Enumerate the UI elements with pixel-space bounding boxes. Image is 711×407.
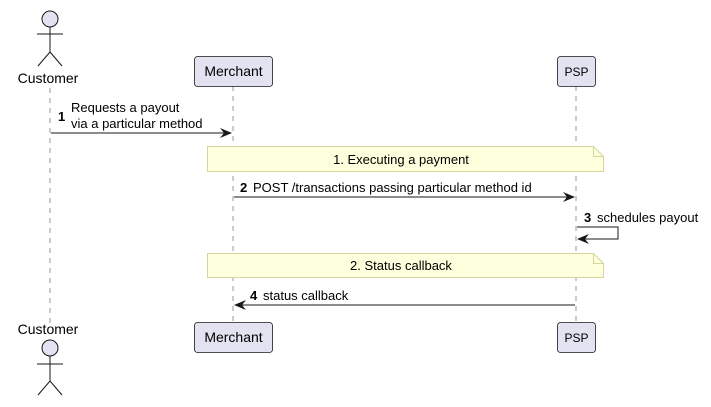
message-1-line1: Requests a payout: [71, 100, 180, 115]
message-2-number: 2: [240, 180, 247, 195]
message-4-text: status callback: [263, 288, 349, 303]
message-1-number: 1: [58, 109, 65, 124]
merchant-label-top: Merchant: [204, 63, 262, 79]
actor-head-icon: [41, 339, 59, 357]
customer-label-bottom: Customer: [18, 321, 79, 337]
actor-head-icon: [41, 10, 59, 28]
customer-actor-top: Customer: [18, 10, 79, 86]
customer-label-top: Customer: [18, 70, 79, 86]
message-1: 1 Requests a payout via a particular met…: [51, 100, 232, 138]
message-2: 2 POST /transactions passing particular …: [234, 180, 575, 202]
psp-label-top: PSP: [564, 65, 588, 79]
psp-box-bottom: PSP: [557, 322, 596, 353]
message-1-line2: via a particular method: [71, 116, 203, 131]
merchant-box-bottom: Merchant: [194, 322, 273, 353]
customer-actor-bottom: Customer: [18, 321, 79, 396]
note-2-text: 2. Status callback: [350, 258, 452, 273]
message-3-arrow: [577, 226, 619, 244]
message-3-text: schedules payout: [597, 210, 699, 225]
merchant-label-bottom: Merchant: [204, 329, 262, 345]
note-1: 1. Executing a payment: [207, 146, 604, 172]
psp-label-bottom: PSP: [564, 331, 588, 345]
message-4: 4 status callback: [234, 288, 575, 310]
message-3-number: 3: [584, 210, 591, 225]
psp-box-top: PSP: [557, 56, 596, 87]
message-4-number: 4: [250, 288, 258, 303]
message-3: 3 schedules payout: [577, 210, 699, 244]
note-2: 2. Status callback: [207, 253, 604, 278]
message-2-text: POST /transactions passing particular me…: [253, 180, 532, 195]
merchant-box-top: Merchant: [194, 56, 273, 87]
note-1-text: 1. Executing a payment: [333, 152, 469, 167]
